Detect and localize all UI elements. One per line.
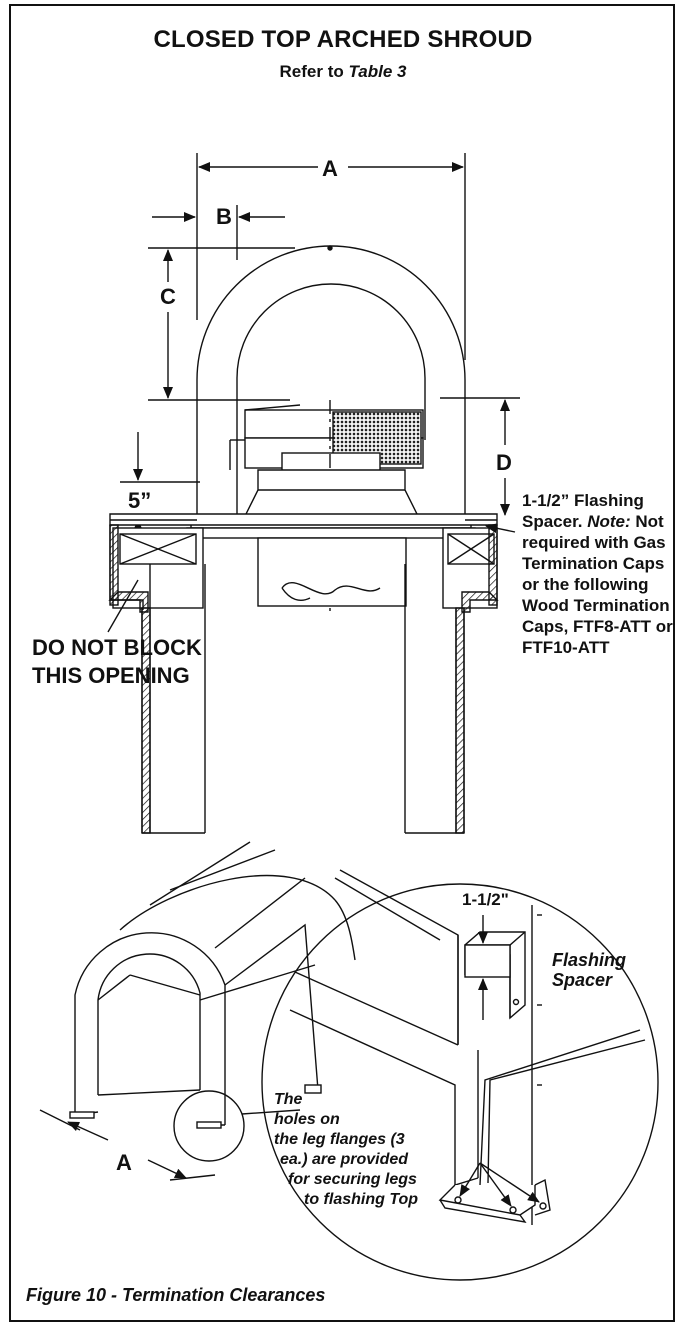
flashing-spacer-label-line: Flashing — [552, 950, 627, 970]
table-reference: Table 3 — [348, 62, 407, 81]
dimension-a-iso-arrow-left — [67, 1121, 109, 1141]
pipe-break — [281, 582, 381, 595]
spacer-note-line: or the following — [522, 575, 649, 594]
leg-holes-line: for securing legs — [288, 1171, 417, 1188]
spacer-note-emphasis: Note: — [587, 512, 631, 531]
leg-holes-note: The holes on the leg flanges (3 ea.) are… — [272, 1090, 418, 1210]
dimension-c-label: C — [160, 284, 176, 309]
flashing-spacer-label-line: Spacer — [552, 970, 613, 990]
figure-caption: Figure 10 - Termination Clearances — [26, 1285, 326, 1305]
dimension-a-iso-label: A — [116, 1150, 132, 1175]
dimension-d-label: D — [496, 450, 512, 475]
spacer-note-fragment: Not — [630, 512, 664, 531]
shroud-arch-inner — [236, 283, 426, 515]
dimension-b-label: B — [216, 204, 232, 229]
do-not-block-leader — [107, 579, 139, 633]
do-not-block-warning: DO NOT BLOCK THIS OPENING — [32, 634, 202, 690]
spacer-note-line: Termination Caps — [522, 554, 665, 573]
chimney-pipe — [257, 537, 407, 607]
spacer-note-line: Spacer. Note: Not — [522, 511, 673, 532]
spacer-note-line: Caps, FTF8-ATT or — [522, 617, 673, 636]
spacer-note-line: FTF10-ATT — [522, 638, 610, 657]
dimension-5in-label: 5” — [128, 488, 152, 513]
magnified-inset-circle — [261, 883, 659, 1281]
leg-holes-line: to flashing Top — [304, 1191, 419, 1208]
spacer-note-line: Wood Termination — [522, 596, 670, 615]
warning-line: DO NOT BLOCK — [32, 635, 202, 660]
dimension-a-iso-arrow-right — [147, 1159, 187, 1179]
leg-holes-line: The — [274, 1091, 303, 1108]
leg-holes-line: the leg flanges (3 — [274, 1131, 405, 1148]
flashing-spacer-band — [186, 527, 476, 539]
spacer-note-line: required with Gas — [522, 533, 666, 552]
iso-shroud-front-outer — [74, 932, 226, 1125]
holes-leader-3 — [479, 1162, 540, 1203]
leg-holes-line: holes on — [274, 1111, 340, 1128]
dimension-a-top-label: A — [322, 156, 338, 181]
diagram-subtitle: Refer to Table 3 — [0, 62, 686, 82]
spacer-note: 1-1/2” Flashing Spacer. Note: Not requir… — [522, 490, 673, 658]
warning-line: THIS OPENING — [32, 663, 190, 688]
diagram-title: CLOSED TOP ARCHED SHROUD — [153, 26, 533, 53]
spacer-leader — [485, 523, 516, 534]
iso-shroud-top-far — [119, 874, 336, 931]
chase-wall-right-lower — [455, 607, 465, 834]
leg-holes-line: ea.) are provided — [280, 1151, 409, 1168]
spacer-note-fragment: Spacer. — [522, 512, 588, 531]
storm-collar — [241, 469, 422, 521]
spacer-height-label: 1-1/2" — [462, 890, 509, 909]
figure-frame — [9, 4, 675, 1322]
iso-shroud-front-inner — [97, 953, 201, 1095]
holes-leader-1 — [459, 1162, 481, 1197]
subtitle-prefix: Refer to — [279, 62, 349, 81]
flashing-spacer-label: Flashing Spacer — [552, 950, 626, 990]
spacer-note-line: 1-1/2” Flashing — [522, 491, 644, 510]
detail-callout-circle — [173, 1090, 245, 1162]
holes-leader-2 — [479, 1162, 512, 1207]
